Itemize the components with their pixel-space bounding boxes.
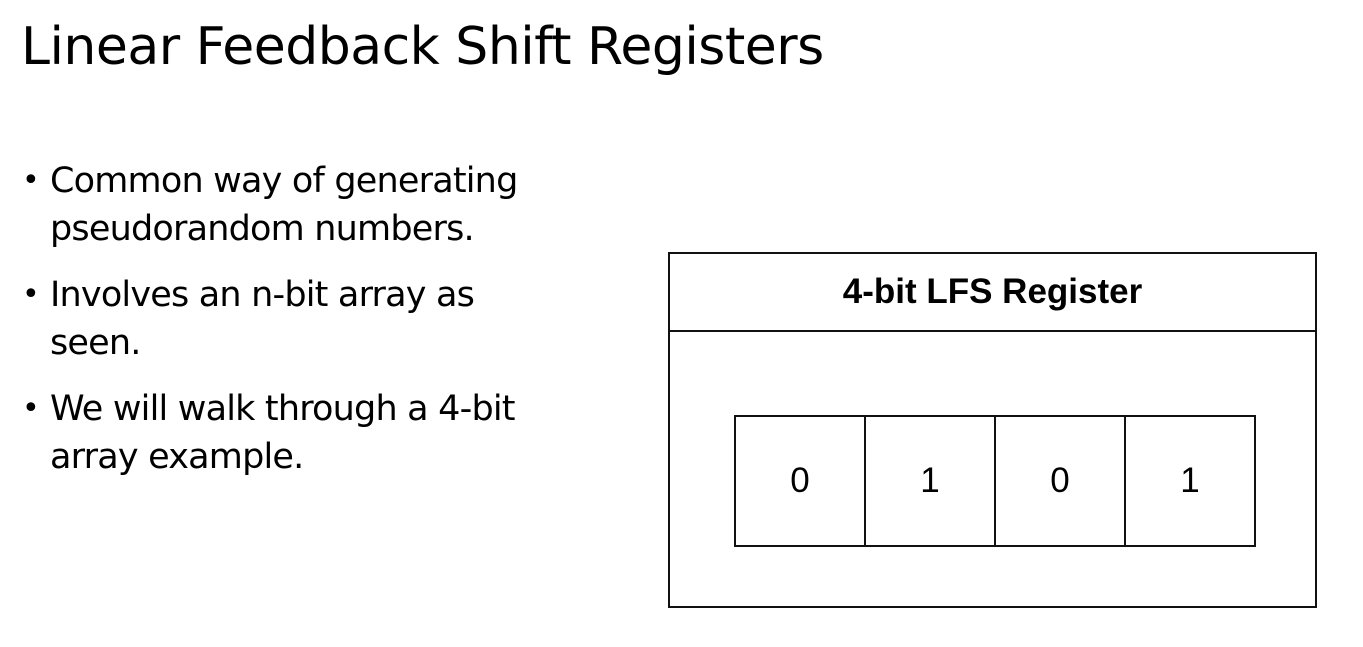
bit-cell-3: 0 [996, 417, 1126, 545]
bullet-marker: • [22, 163, 40, 198]
bit-cell-4: 1 [1180, 461, 1200, 500]
bit-array: 0 1 0 1 [734, 415, 1256, 547]
slide-title: Linear Feedback Shift Registers [21, 17, 824, 77]
bit-cell-2: 1 [866, 417, 996, 545]
bullet-text: Common way of generating pseudorandom nu… [50, 161, 518, 249]
bullet-item: • Common way of generating pseudorandom … [22, 157, 582, 253]
bullet-marker: • [22, 277, 40, 312]
bullet-item: • Involves an n-bit array as seen. [22, 271, 582, 367]
bit-cell-1: 0 [736, 417, 866, 545]
bullet-item: • We will walk through a 4-bit array exa… [22, 385, 582, 481]
figure-title: 4-bit LFS Register [670, 254, 1315, 332]
bullet-text: We will walk through a 4-bit array examp… [50, 389, 516, 477]
bullet-text: Involves an n-bit array as seen. [50, 275, 475, 363]
bullet-marker: • [22, 391, 40, 426]
lfs-register-figure: 4-bit LFS Register 0 1 0 1 [668, 252, 1317, 608]
bullet-list: • Common way of generating pseudorandom … [22, 157, 582, 499]
